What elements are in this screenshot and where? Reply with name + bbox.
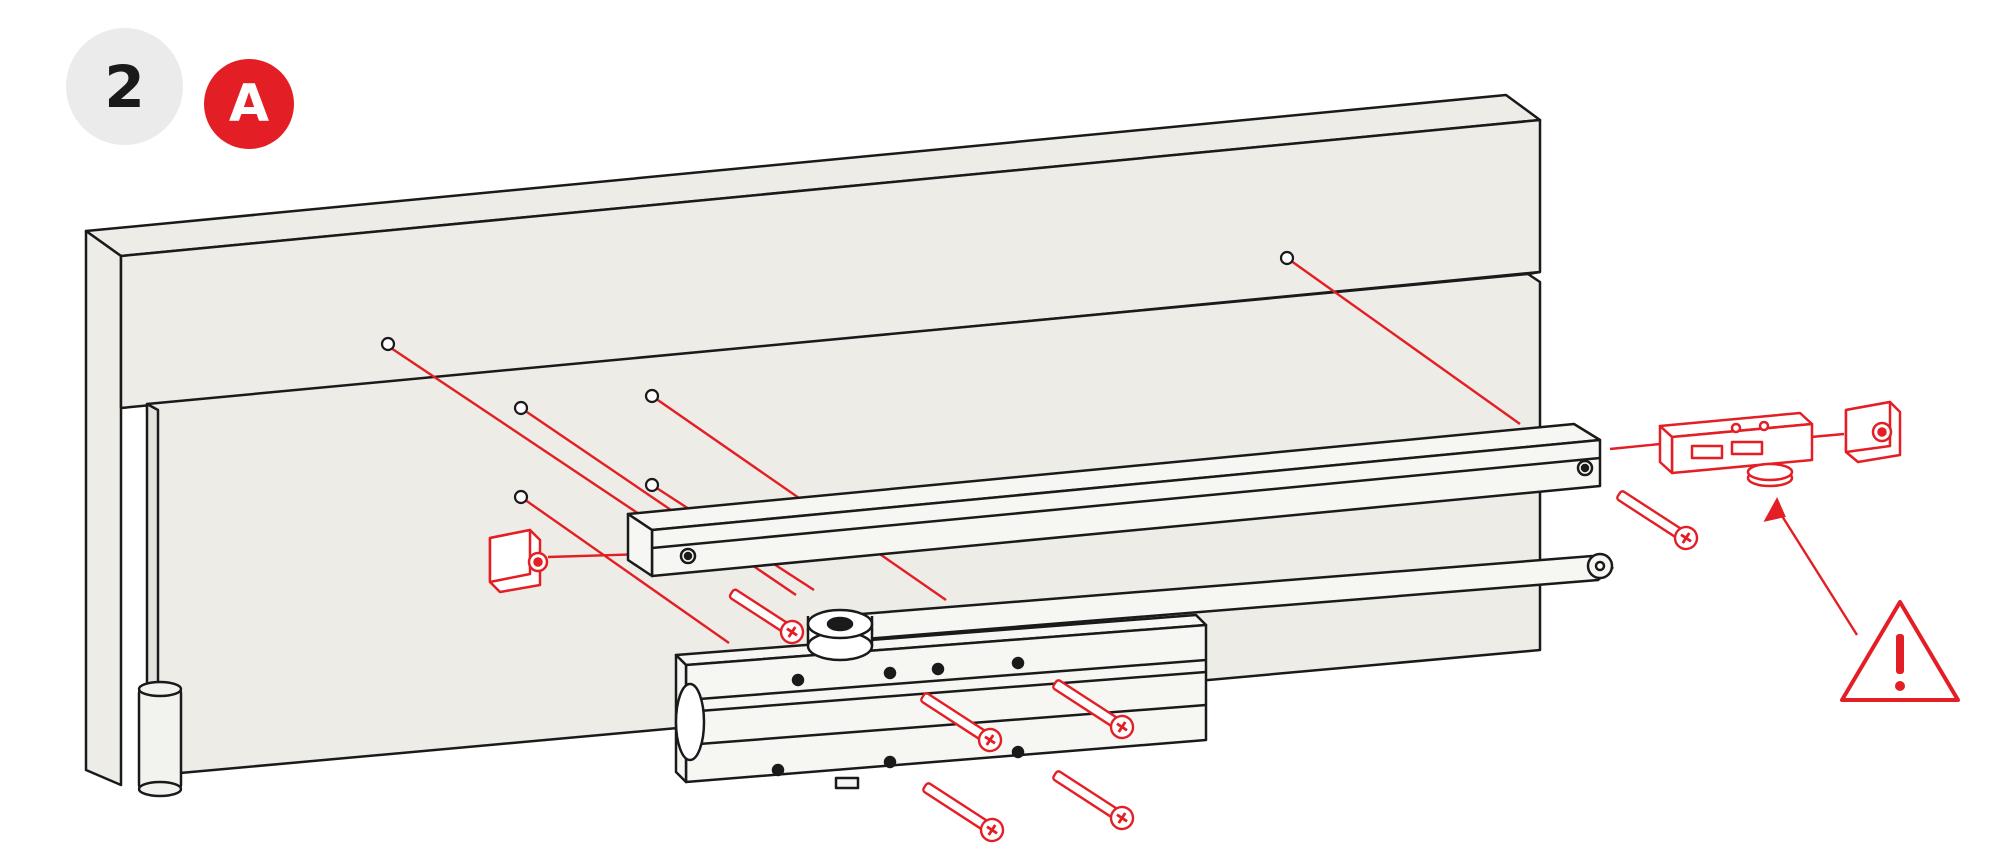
door-closer-body <box>674 608 1208 790</box>
step-number-badge: 2 <box>66 28 183 145</box>
hinge <box>137 680 183 798</box>
screw-icon <box>728 588 805 645</box>
screw-icon <box>922 782 1005 843</box>
end-cap-left <box>488 528 549 594</box>
end-stop-block <box>1658 411 1814 488</box>
screw-icon <box>920 692 1003 753</box>
warning-icon <box>1840 600 1960 702</box>
drill-holes <box>380 250 1295 505</box>
screw-icon <box>1052 679 1135 740</box>
end-cap-right <box>1844 400 1902 464</box>
step-variant-badge: A <box>204 59 294 149</box>
warning-arrow <box>1763 497 1786 522</box>
screws <box>728 490 1699 843</box>
screw-icon <box>1616 490 1699 551</box>
slide-rail <box>626 422 1602 578</box>
screw-icon <box>1052 770 1135 831</box>
